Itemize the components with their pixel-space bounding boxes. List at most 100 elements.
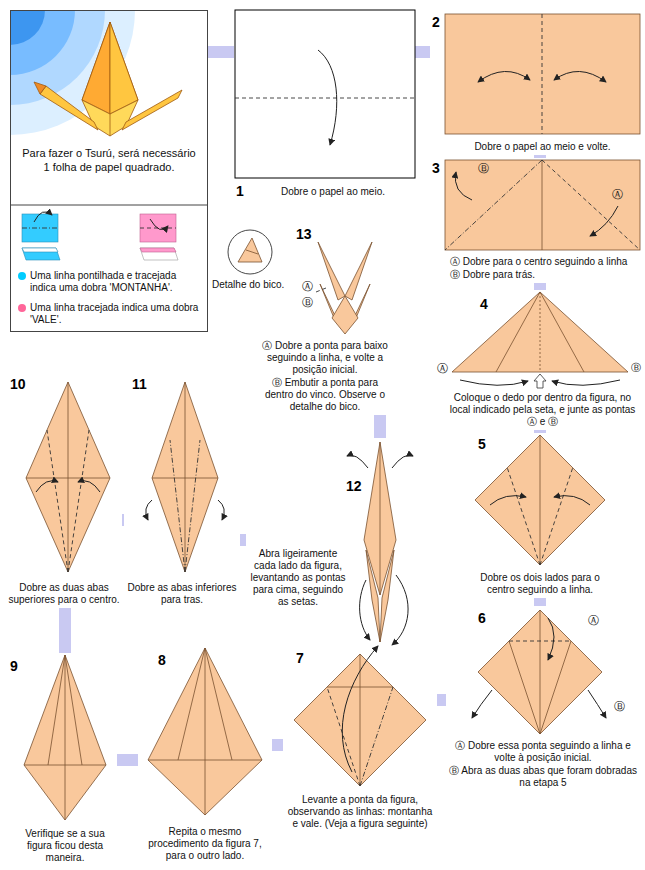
step10-figure: [36, 481, 58, 492]
step-caption: Abra ligeiramente cada lado da figura, l…: [248, 548, 348, 608]
step7-figure: [342, 646, 378, 772]
step-panel: 9Verifique se a sua figura ficou desta m…: [8, 653, 117, 866]
crane-illustration: [110, 22, 138, 114]
point-label: Ⓑ: [631, 362, 641, 374]
flow-band: [272, 739, 283, 751]
valley-fold-icon: [150, 219, 168, 230]
step-number: 12: [346, 478, 362, 494]
step-caption: Levante a ponta da figura, observando as…: [285, 794, 435, 830]
step-caption: Dobre o papel ao meio e volte.: [445, 141, 640, 153]
step10-figure: [47, 430, 68, 572]
mountain-fold-icon: [22, 212, 60, 260]
step13-figure: [345, 242, 372, 300]
flow-band: [437, 694, 446, 706]
step6-figure: [588, 690, 606, 718]
crane-illustration: [82, 100, 138, 136]
step4-figure: [452, 292, 628, 372]
valley-fold-icon: [140, 214, 176, 242]
flow-band: [415, 46, 430, 58]
step-caption: Ⓐ Dobre essa ponta seguindo a linha e vo…: [448, 740, 638, 764]
step-caption: Ⓐ Dobre para o centro seguindo a linha: [450, 256, 638, 268]
step-panel: 8Repita o mesmo procedimento da figura 7…: [138, 646, 272, 864]
point-label: Ⓑ: [614, 700, 625, 713]
step7-figure: [327, 687, 360, 786]
separator-line: [10, 205, 208, 206]
step-caption: Ⓑ Dobre para trás.: [450, 269, 638, 281]
step10-figure: [68, 382, 69, 572]
step13-figure: [316, 242, 372, 334]
step1-figure: [235, 10, 415, 178]
beak-detail: [228, 230, 272, 274]
step3-figure: [542, 160, 640, 250]
step6-figure: [509, 641, 540, 734]
step-number: 8: [158, 652, 166, 668]
step6-figure: [540, 641, 571, 734]
step2-figure: [554, 71, 606, 82]
step-number: 5: [478, 436, 486, 452]
step-panel: 13Ⓐ Dobre a ponta para baixo seguindo a …: [258, 224, 396, 415]
step3-figure: [445, 160, 640, 250]
crane-illustration: [110, 114, 111, 136]
step2-figure: [445, 14, 640, 134]
step6-figure: [548, 618, 554, 660]
step13-figure: [316, 288, 326, 292]
legend-text: Uma linha tracejada indica uma dobra 'VA…: [30, 302, 200, 326]
step7-figure: [294, 654, 426, 786]
step8-figure: [205, 648, 232, 760]
step10-figure: [26, 382, 110, 572]
crane-illustration: [122, 90, 182, 130]
step8-figure: [205, 648, 206, 815]
intro-text: Para fazer o Tsurú, será necessário 1 fo…: [20, 146, 198, 174]
mountain-fold-icon: [22, 248, 58, 252]
point-label: Ⓑ: [302, 296, 313, 309]
point-label: Ⓐ: [302, 280, 313, 293]
step-caption: Dobre as abas inferiores para tras.: [126, 582, 238, 606]
step13-figure: [318, 242, 345, 300]
step5-figure: [540, 435, 541, 565]
legend-swatch: [18, 304, 26, 312]
crane-illustration: [34, 82, 46, 94]
step7-figure: [294, 646, 426, 786]
step-panel: 2Dobre o papel ao meio e volte.: [430, 12, 642, 155]
blue-rings: [10, 10, 45, 45]
step-caption: Ⓑ Embutir a ponta para dentro do vinco. …: [260, 377, 390, 413]
step7-figure: [360, 654, 361, 786]
step6-figure: [509, 641, 571, 642]
step-panel: 12Abra ligeiramente cada lado da figura,…: [246, 438, 418, 650]
detail-label: Detalhe do bico.: [212, 279, 284, 291]
step-number: 9: [10, 658, 18, 674]
step12-figure: [364, 442, 396, 595]
step5-figure: [475, 435, 605, 565]
mountain-fold-icon: [22, 214, 58, 242]
step-caption: Ⓐ Dobre a ponta para baixo seguindo a li…: [260, 340, 390, 376]
step5-figure: [490, 496, 526, 505]
flow-band: [240, 534, 246, 546]
step4-figure: [452, 292, 628, 388]
step8-figure: [148, 648, 262, 815]
step5-figure: [507, 467, 540, 565]
step12-figure: [380, 442, 381, 595]
step-number: 11: [132, 376, 147, 392]
flow-band: [534, 283, 546, 290]
step10-figure: [68, 430, 89, 572]
beak-detail: [246, 250, 258, 254]
step-caption: Repita o mesmo procedimento da figura 7,…: [140, 826, 270, 862]
legend-text: Uma linha pontilhada e tracejada indica …: [30, 270, 200, 294]
step4-figure: [460, 380, 528, 385]
step5-figure: [540, 467, 573, 565]
flow-band: [122, 514, 124, 526]
step12-figure: [392, 575, 408, 645]
mountain-fold-icon: [22, 228, 58, 229]
step-panel: 5Dobre os dois lados para o centro segui…: [470, 433, 610, 598]
step-panel: 4Coloque o dedo por dentro da figura, no…: [437, 290, 642, 430]
step12-figure: [347, 442, 413, 645]
legend-item: Uma linha pontilhada e tracejada indica …: [18, 270, 200, 294]
step-caption: Verifique se a sua figura ficou desta ma…: [15, 828, 115, 864]
step3-figure: [590, 206, 618, 236]
step5-figure: [475, 435, 605, 565]
step7-figure: [327, 687, 393, 688]
step11-figure: [152, 382, 218, 572]
step11-figure: [152, 478, 218, 479]
flow-band: [59, 608, 71, 653]
step12-figure: [360, 580, 370, 640]
